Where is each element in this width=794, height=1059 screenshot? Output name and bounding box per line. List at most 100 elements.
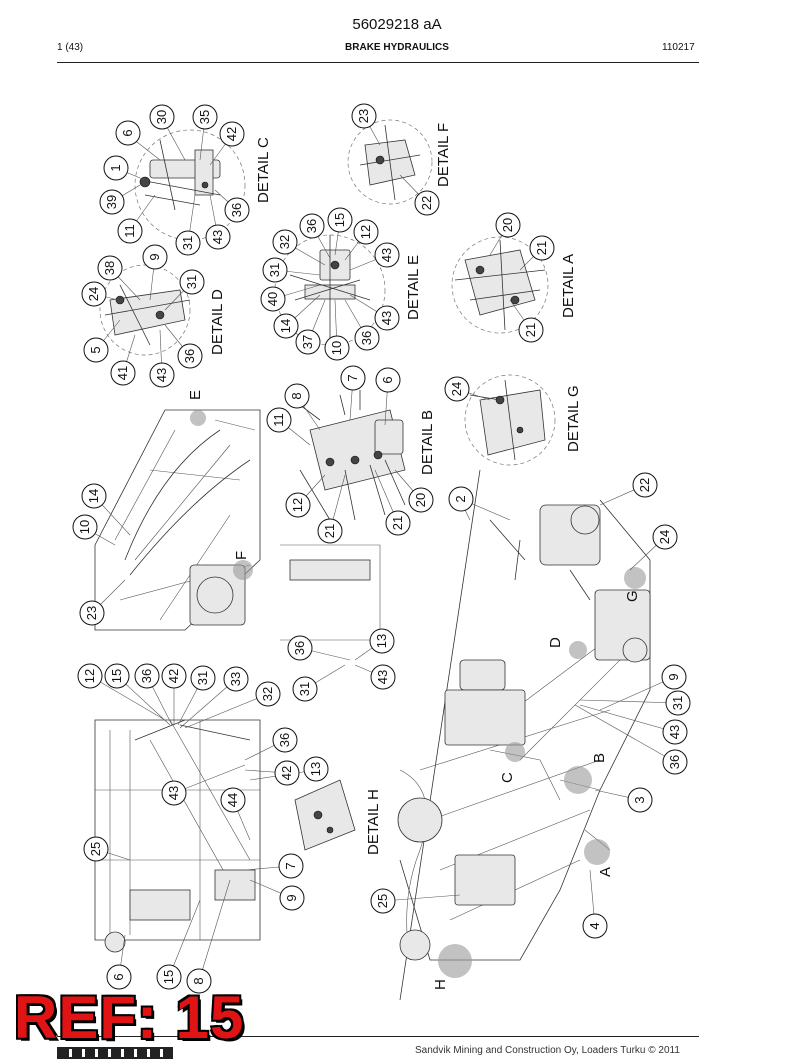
svg-text:43: 43 — [379, 248, 394, 262]
area-letter-a: A — [597, 867, 614, 877]
footer-copyright: Sandvik Mining and Construction Oy, Load… — [415, 1045, 680, 1056]
svg-text:43: 43 — [154, 368, 169, 382]
callout-35: 36 — [354, 325, 380, 351]
svg-text:36: 36 — [229, 203, 244, 217]
svg-text:21: 21 — [534, 241, 549, 255]
callout-35: 36 — [272, 727, 298, 753]
callout-23: 23 — [79, 600, 105, 626]
svg-text:11: 11 — [122, 224, 137, 238]
svg-text:21: 21 — [390, 516, 405, 530]
callout-7: 7 — [278, 853, 304, 879]
callout-20: 20 — [495, 212, 521, 238]
svg-text:8: 8 — [191, 977, 206, 984]
callout-9: 9 — [142, 244, 168, 270]
callout-5: 5 — [83, 337, 109, 363]
svg-text:44: 44 — [225, 793, 240, 807]
callout-2: 2 — [448, 486, 474, 512]
machine-view-lower — [94, 719, 261, 953]
callout-35: 36 — [177, 343, 203, 369]
callout-6: 6 — [115, 120, 141, 146]
callout-42: 43 — [374, 242, 400, 268]
area-letter-c: C — [499, 772, 516, 783]
callout-36: 37 — [295, 329, 321, 355]
area-letter-h: H — [432, 979, 449, 990]
machine-view-main — [397, 469, 651, 1001]
callout-11: 11 — [266, 407, 292, 433]
callout-22: 22 — [632, 472, 658, 498]
svg-text:20: 20 — [413, 493, 428, 507]
svg-text:21: 21 — [523, 323, 538, 337]
svg-text:35: 35 — [197, 110, 212, 124]
callout-42: 43 — [374, 305, 400, 331]
footer-rule — [57, 1036, 699, 1037]
callout-15: 15 — [327, 207, 353, 233]
svg-text:12: 12 — [290, 498, 305, 512]
callout-32: 32 — [255, 681, 281, 707]
area-letter-f: F — [233, 551, 250, 560]
svg-text:24: 24 — [657, 530, 672, 544]
callout-23: 23 — [351, 103, 377, 129]
svg-text:15: 15 — [161, 970, 176, 984]
callout-12: 12 — [285, 492, 311, 518]
callout-11: 11 — [117, 218, 143, 244]
callout-14: 14 — [273, 313, 299, 339]
brake-hydraulics-drawing: DETAIL C DETAIL D DETAIL E DETAIL F DETA… — [72, 103, 691, 1001]
svg-text:4: 4 — [587, 922, 602, 929]
detail-f-label: DETAIL F — [435, 123, 452, 187]
svg-text:43: 43 — [210, 230, 225, 244]
document-date: 110217 — [662, 42, 695, 53]
svg-text:7: 7 — [345, 374, 360, 381]
svg-text:38: 38 — [102, 261, 117, 275]
callout-42: 43 — [662, 719, 688, 745]
svg-text:9: 9 — [284, 894, 299, 901]
callout-24: 24 — [652, 524, 678, 550]
callout-31: 31 — [292, 676, 318, 702]
svg-text:1: 1 — [108, 164, 123, 171]
svg-text:3: 3 — [632, 796, 647, 803]
callout-20: 20 — [408, 487, 434, 513]
callout-31: 31 — [175, 230, 201, 256]
callout-21: 21 — [317, 518, 343, 544]
callout-24: 24 — [81, 281, 107, 307]
svg-text:42: 42 — [224, 127, 239, 141]
callout-35: 36 — [134, 663, 160, 689]
detail-d-label: DETAIL D — [209, 289, 226, 355]
svg-text:14: 14 — [86, 489, 101, 503]
callout-42: 43 — [205, 224, 231, 250]
svg-text:36: 36 — [277, 733, 292, 747]
callout-37: 38 — [97, 255, 123, 281]
callout-41: 42 — [219, 121, 245, 147]
svg-text:6: 6 — [120, 129, 135, 136]
svg-text:22: 22 — [637, 478, 652, 492]
svg-text:36: 36 — [139, 669, 154, 683]
callout-10: 10 — [324, 335, 350, 361]
svg-text:13: 13 — [374, 634, 389, 648]
svg-text:15: 15 — [332, 213, 347, 227]
callout-42: 43 — [149, 362, 175, 388]
detail-g-drawing — [464, 374, 556, 466]
detail-markers — [190, 410, 646, 978]
detail-g-label: DETAIL G — [565, 385, 582, 452]
machine-view-upper — [94, 409, 381, 641]
svg-text:36: 36 — [292, 641, 307, 655]
svg-text:42: 42 — [166, 669, 181, 683]
detail-b-drawing — [299, 390, 406, 521]
callout-44: 44 — [220, 787, 246, 813]
callout-12: 12 — [353, 219, 379, 245]
svg-text:31: 31 — [180, 236, 195, 250]
callout-41: 42 — [274, 760, 300, 786]
svg-text:32: 32 — [277, 235, 292, 249]
callout-1: 1 — [103, 155, 129, 181]
svg-text:23: 23 — [84, 606, 99, 620]
ref-stamp: REF: 15 — [14, 984, 245, 1051]
svg-text:36: 36 — [304, 219, 319, 233]
callout-35: 36 — [224, 197, 250, 223]
callout-38: 39 — [99, 189, 125, 215]
svg-text:31: 31 — [195, 671, 210, 685]
svg-text:14: 14 — [278, 319, 293, 333]
svg-text:39: 39 — [104, 195, 119, 209]
svg-text:25: 25 — [88, 842, 103, 856]
svg-text:41: 41 — [115, 366, 130, 380]
callout-25: 25 — [370, 888, 396, 914]
header-rule — [57, 62, 699, 63]
